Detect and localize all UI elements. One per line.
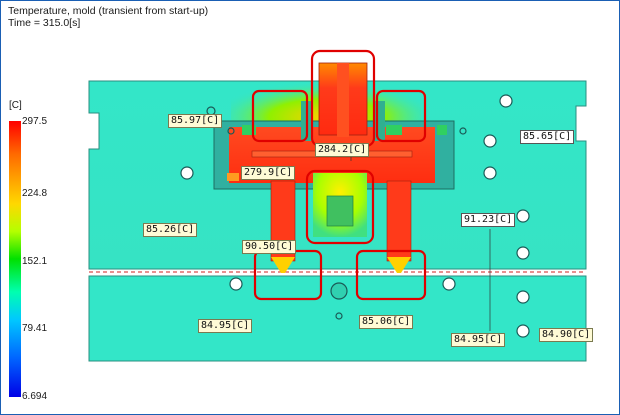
legend-unit: [C] xyxy=(9,100,22,111)
legend-tick-max: 297.5 xyxy=(22,116,48,127)
result-title-line: Temperature, mold (transient from start-… xyxy=(8,5,209,17)
highlight-center-insert xyxy=(305,169,375,245)
highlight-gate-right xyxy=(355,249,427,301)
probe-label: 90.50[C] xyxy=(242,240,297,254)
probe-label: 284.2[C] xyxy=(315,143,370,157)
probe-label: 279.9[C] xyxy=(241,166,296,180)
cooling-channels xyxy=(180,94,530,338)
result-title: Temperature, mold (transient from start-… xyxy=(8,5,208,29)
center-insert xyxy=(313,173,367,237)
probe-label: 85.26[C] xyxy=(143,223,198,237)
probe-label: 91.23[C] xyxy=(461,213,516,227)
probe-label: 85.65[C] xyxy=(520,130,575,144)
probe-label: 84.95[C] xyxy=(451,333,506,347)
legend-tick-min: 6.694 xyxy=(22,391,48,402)
probe-label: 85.06[C] xyxy=(359,315,414,329)
probe-label: 84.90[C] xyxy=(539,328,594,342)
sprue-bushing xyxy=(301,62,385,141)
legend-tick: 79.41 xyxy=(22,323,48,334)
hot-runner-nozzle-left xyxy=(270,180,296,273)
legend-color-bar xyxy=(9,121,21,397)
highlight-manifold-left xyxy=(251,89,309,143)
probe-label: 85.97[C] xyxy=(168,114,223,128)
legend-tick: 152.1 xyxy=(22,256,48,267)
result-time-line: Time = 315.0[s] xyxy=(8,17,81,29)
probe-label: 84.95[C] xyxy=(198,319,253,333)
hot-runner-nozzle-right xyxy=(386,180,412,273)
highlight-manifold-right xyxy=(375,89,427,143)
legend-tick: 224.8 xyxy=(22,188,48,199)
